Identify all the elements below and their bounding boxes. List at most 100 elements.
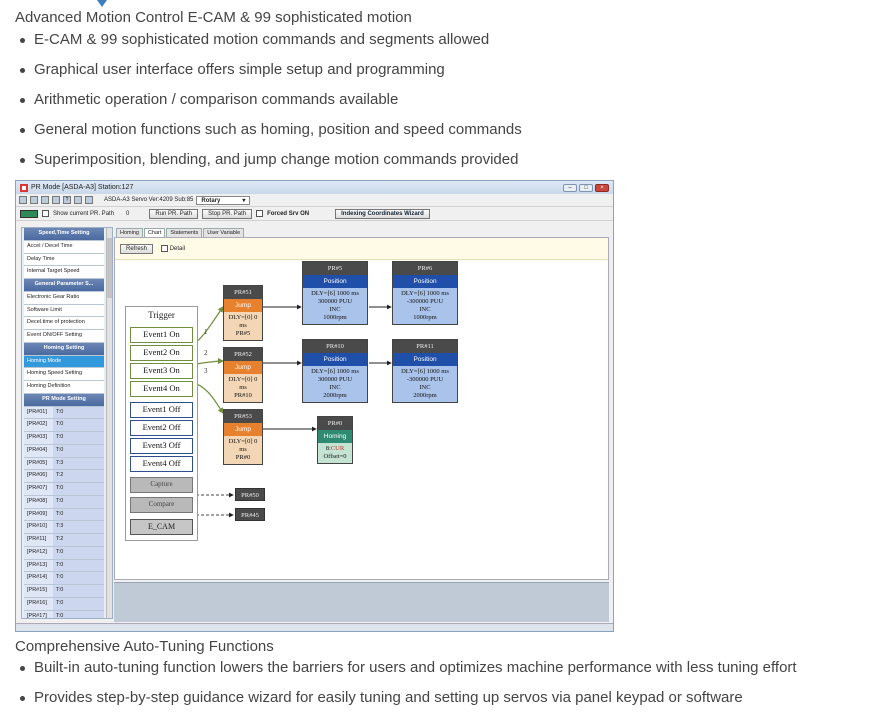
- event3-on[interactable]: Event3 On: [130, 363, 193, 379]
- pr-number: [PR#01]: [27, 408, 47, 415]
- pr-list-item[interactable]: [PR#06]T:2: [24, 470, 104, 483]
- settings-icon[interactable]: [85, 196, 93, 204]
- tree-item[interactable]: Delay Time: [24, 253, 104, 267]
- pr-list-item[interactable]: [PR#15]T:0: [24, 585, 104, 598]
- chevron-down-icon: ▾: [242, 197, 246, 204]
- tree-group-header[interactable]: Speed,Time Setting: [24, 228, 104, 241]
- stop-pr-path-button[interactable]: Stop PR. Path: [202, 208, 253, 219]
- capture-node[interactable]: Capture: [130, 477, 193, 493]
- tree-item[interactable]: Software Limit: [24, 304, 104, 318]
- lock-icon[interactable]: [74, 196, 82, 204]
- mode-select[interactable]: Rotary ▾: [196, 195, 251, 205]
- run-pr-path-button[interactable]: Run PR. Path: [149, 208, 199, 219]
- jump-node-pr51[interactable]: PR#51 Jump DLY=[0] 0 ms PR#5: [223, 285, 263, 341]
- close-button[interactable]: ×: [595, 183, 609, 192]
- open-icon[interactable]: [19, 196, 27, 204]
- pr-list-item[interactable]: [PR#17]T:0: [24, 610, 104, 618]
- pr-list-item[interactable]: [PR#11]T:2: [24, 534, 104, 547]
- tree-item[interactable]: Homing Speed Setting: [24, 368, 104, 381]
- event4-off[interactable]: Event4 Off: [130, 456, 193, 472]
- event2-off[interactable]: Event2 Off: [130, 420, 193, 436]
- pr-list-item[interactable]: [PR#05]T:3: [24, 457, 104, 471]
- tree-item[interactable]: Internal Target Speed: [24, 266, 104, 279]
- save-icon[interactable]: [30, 196, 38, 204]
- pr-list-item[interactable]: [PR#16]T:0: [24, 597, 104, 611]
- jump-node-pr53[interactable]: PR#53 Jump DLY=[0] 0 ms PR#0: [223, 409, 263, 465]
- pr-list-item[interactable]: [PR#01]T:0: [24, 406, 104, 420]
- pr-type: T:2: [53, 470, 104, 482]
- tree-item[interactable]: Homing Definition: [24, 381, 104, 394]
- tree-item[interactable]: Decel.time of protection: [24, 317, 104, 330]
- tree-item[interactable]: Accel / Decel Time: [24, 240, 104, 254]
- pr-list-item[interactable]: [PR#09]T:0: [24, 508, 104, 522]
- scroll-thumb[interactable]: [107, 238, 112, 298]
- capture-target-pr50[interactable]: PR#50: [235, 488, 265, 501]
- maximize-button[interactable]: □: [579, 183, 593, 192]
- position-node-pr10[interactable]: PR#10 Position DLY=[6] 1000 ms 300000 PU…: [302, 339, 368, 403]
- tree-group-header[interactable]: Homing Setting: [24, 342, 104, 356]
- pr-list-item[interactable]: [PR#13]T:0: [24, 559, 104, 573]
- detail-label: Detail: [169, 246, 186, 253]
- help-icon[interactable]: ?: [63, 196, 71, 204]
- event2-on[interactable]: Event2 On: [130, 345, 193, 361]
- servo-version: ASDA-A3 Servo Ver:4209 Sub:85: [104, 197, 194, 203]
- pr-number: [PR#03]: [27, 434, 47, 440]
- minimize-button[interactable]: –: [563, 183, 577, 192]
- show-current-checkbox[interactable]: [42, 210, 49, 217]
- tree-group-header[interactable]: PR Mode Setting: [24, 393, 104, 407]
- pr-type: T:0: [53, 610, 104, 618]
- pr-type: T:0: [53, 572, 104, 584]
- pr-type: T:0: [53, 432, 104, 444]
- tab-chart[interactable]: Chart: [143, 228, 166, 237]
- trigger-group: Trigger Event1 On Event2 On Event3 On Ev…: [125, 306, 198, 541]
- homing-node-pr0[interactable]: PR#0 Homing 8:CUR Offset=0: [317, 416, 353, 464]
- ecam-node[interactable]: E_CAM: [130, 519, 193, 535]
- pr-list-item[interactable]: [PR#04]T:0: [24, 444, 104, 458]
- compare-node[interactable]: Compare: [130, 497, 193, 513]
- event3-off[interactable]: Event3 Off: [130, 438, 193, 454]
- tree-item[interactable]: Event ON/OFF Setting: [24, 330, 104, 343]
- compare-target-pr45[interactable]: PR#45: [235, 508, 265, 521]
- jump-node-pr52[interactable]: PR#52 Jump DLY=[0] 0 ms PR#10: [223, 347, 263, 403]
- pr-list-item[interactable]: [PR#08]T:0: [24, 495, 104, 509]
- tab-user-variable[interactable]: User Variable: [203, 228, 245, 237]
- forced-srv-checkbox[interactable]: [256, 210, 264, 217]
- event1-off[interactable]: Event1 Off: [130, 402, 193, 418]
- pr-number: [PR#11]: [27, 536, 47, 542]
- pr-list-item[interactable]: [PR#02]T:0: [24, 419, 104, 432]
- main-toolbar: ? ASDA-A3 Servo Ver:4209 Sub:85 Rotary ▾: [16, 194, 613, 207]
- tree-item[interactable]: Electronic Gear Ratio: [24, 291, 104, 305]
- event1-on[interactable]: Event1 On: [130, 327, 193, 343]
- upload-icon[interactable]: [41, 196, 49, 204]
- current-indicator: [20, 209, 38, 218]
- pr-number: [PR#02]: [27, 421, 47, 428]
- tab-statements[interactable]: Statements: [166, 228, 203, 237]
- tree-scrollbar[interactable]: [106, 228, 112, 618]
- section2-bullet-list: Built-in auto-tuning function lowers the…: [18, 658, 797, 715]
- tab-homing[interactable]: Homing: [116, 228, 143, 237]
- tree-group-header[interactable]: General Parameter S...: [24, 279, 104, 292]
- event4-on[interactable]: Event4 On: [130, 381, 193, 397]
- bottom-area: [114, 582, 609, 622]
- show-current-label: Show current PR. Path: [53, 210, 115, 217]
- pr-number: [PR#12]: [27, 548, 47, 555]
- refresh-button[interactable]: Refresh: [120, 243, 154, 254]
- pr-list-item[interactable]: [PR#10]T:3: [24, 521, 104, 534]
- pr-type: T:3: [53, 521, 104, 533]
- pr-list-item[interactable]: [PR#07]T:0: [24, 483, 104, 496]
- pr-type: T:0: [53, 444, 104, 457]
- position-node-pr6[interactable]: PR#6 Position DLY=[6] 1000 ms -300000 PU…: [392, 261, 458, 325]
- download-icon[interactable]: [52, 196, 60, 204]
- pr-list-item[interactable]: [PR#03] T:0: [24, 432, 104, 445]
- window-titlebar: PR Mode [ASDA-A3] Station:127 – □ ×: [16, 181, 613, 194]
- path-label-1: 1: [204, 328, 208, 336]
- detail-checkbox[interactable]: [161, 244, 169, 252]
- indexing-wizard-button[interactable]: Indexing Coordinates Wizard: [335, 208, 430, 219]
- position-node-pr11[interactable]: PR#11 Position DLY=[6] 1000 ms -300000 P…: [392, 339, 458, 403]
- pr-list-item[interactable]: [PR#14]T:0: [24, 572, 104, 585]
- tree-item[interactable]: Homing Mode: [24, 355, 104, 369]
- pr-number: [PR#09]: [27, 510, 47, 517]
- position-node-pr5[interactable]: PR#5 Position DLY=[6] 1000 ms 300000 PUU…: [302, 261, 368, 325]
- pr-list-item[interactable]: [PR#12]T:0: [24, 546, 104, 560]
